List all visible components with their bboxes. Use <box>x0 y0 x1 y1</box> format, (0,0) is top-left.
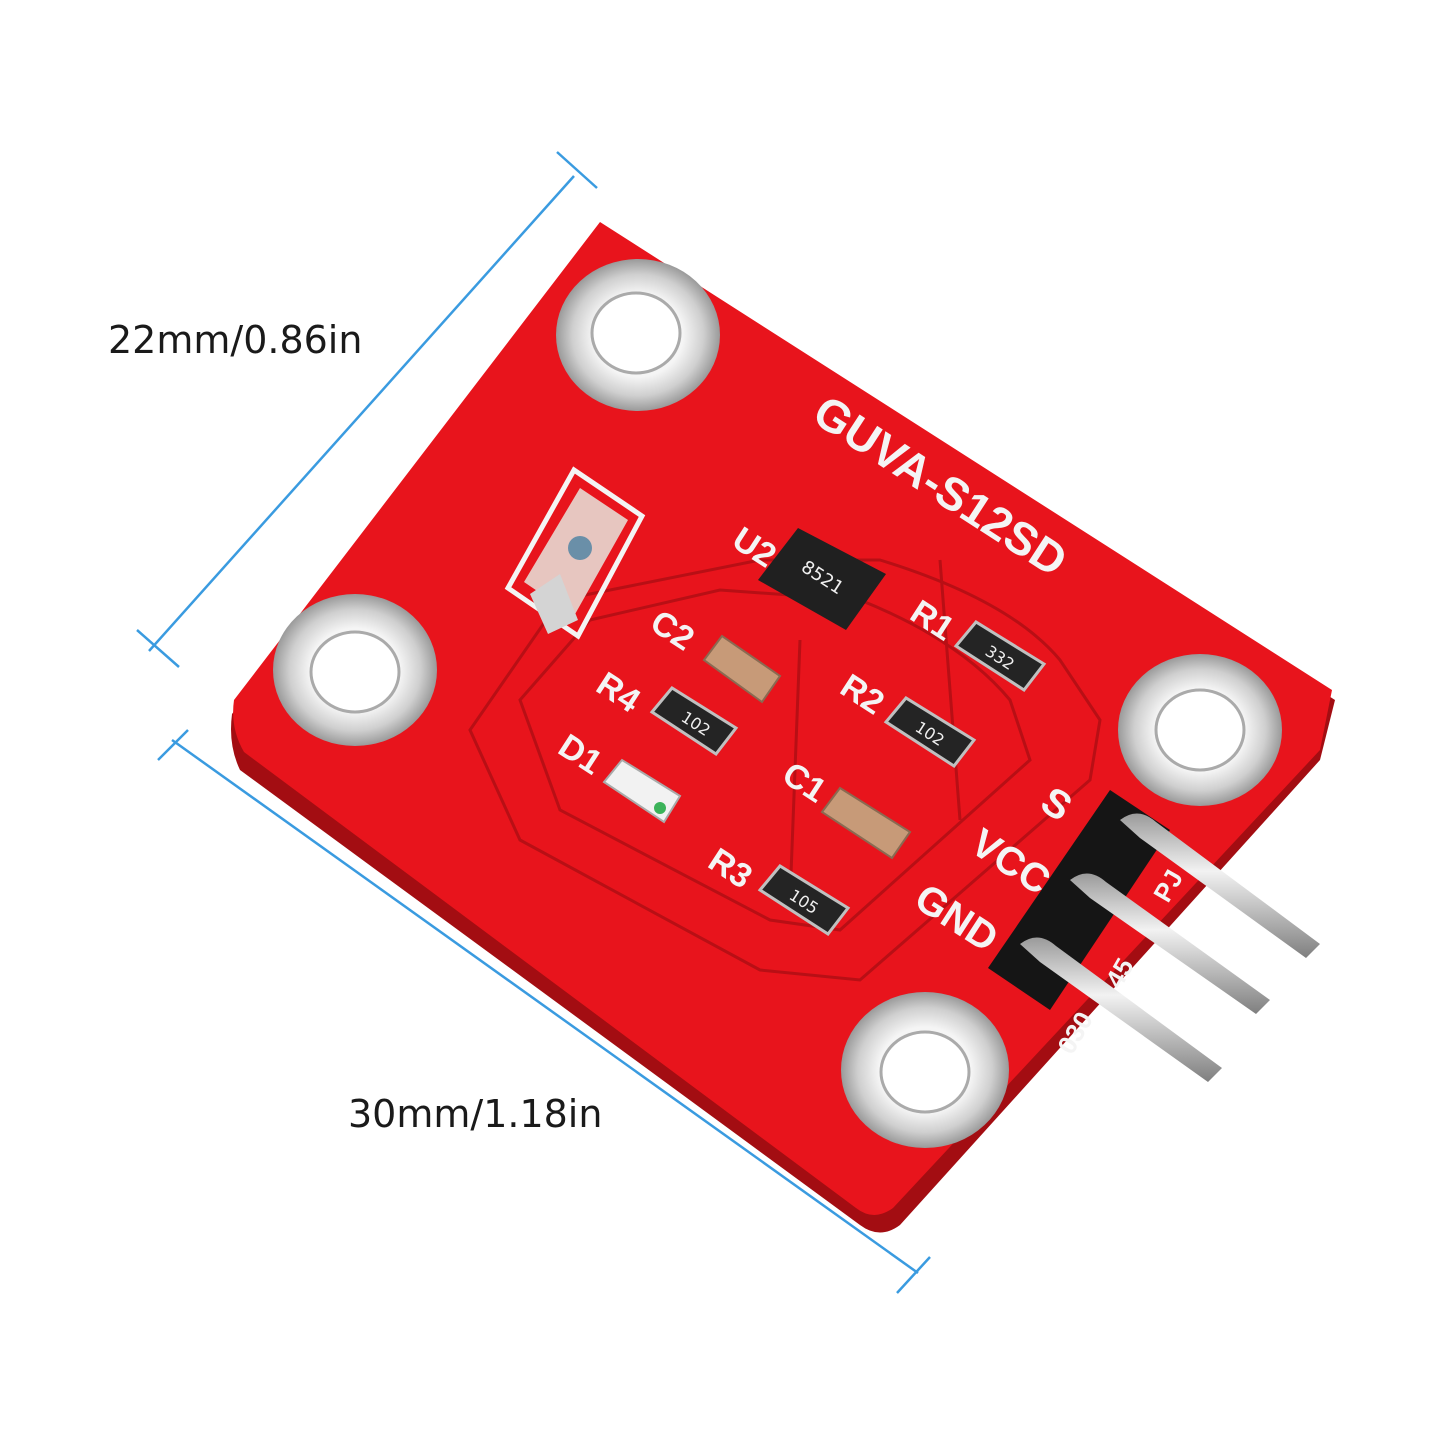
r1-resistor: 332 <box>953 620 1047 693</box>
u2-ic: 8521 <box>758 528 886 630</box>
c1-capacitor <box>820 786 912 860</box>
mounting-hole-right <box>1118 654 1282 806</box>
width-dimension-line <box>157 729 931 1294</box>
d1-led <box>602 758 682 824</box>
width-dimension-label: 30mm/1.18in <box>348 1092 603 1136</box>
r4-resistor: 102 <box>649 686 739 757</box>
pcb-trace <box>468 558 1102 982</box>
mounting-hole-left <box>273 594 437 746</box>
height-dimension-line <box>136 151 598 668</box>
height-dimension-label: 22mm/0.86in <box>108 318 363 362</box>
pin-header <box>988 790 1320 1082</box>
uv-sensor-chip <box>504 466 646 640</box>
mounting-hole-top <box>556 259 720 411</box>
c2-capacitor <box>702 634 782 704</box>
mounting-hole-bottom <box>841 992 1009 1148</box>
